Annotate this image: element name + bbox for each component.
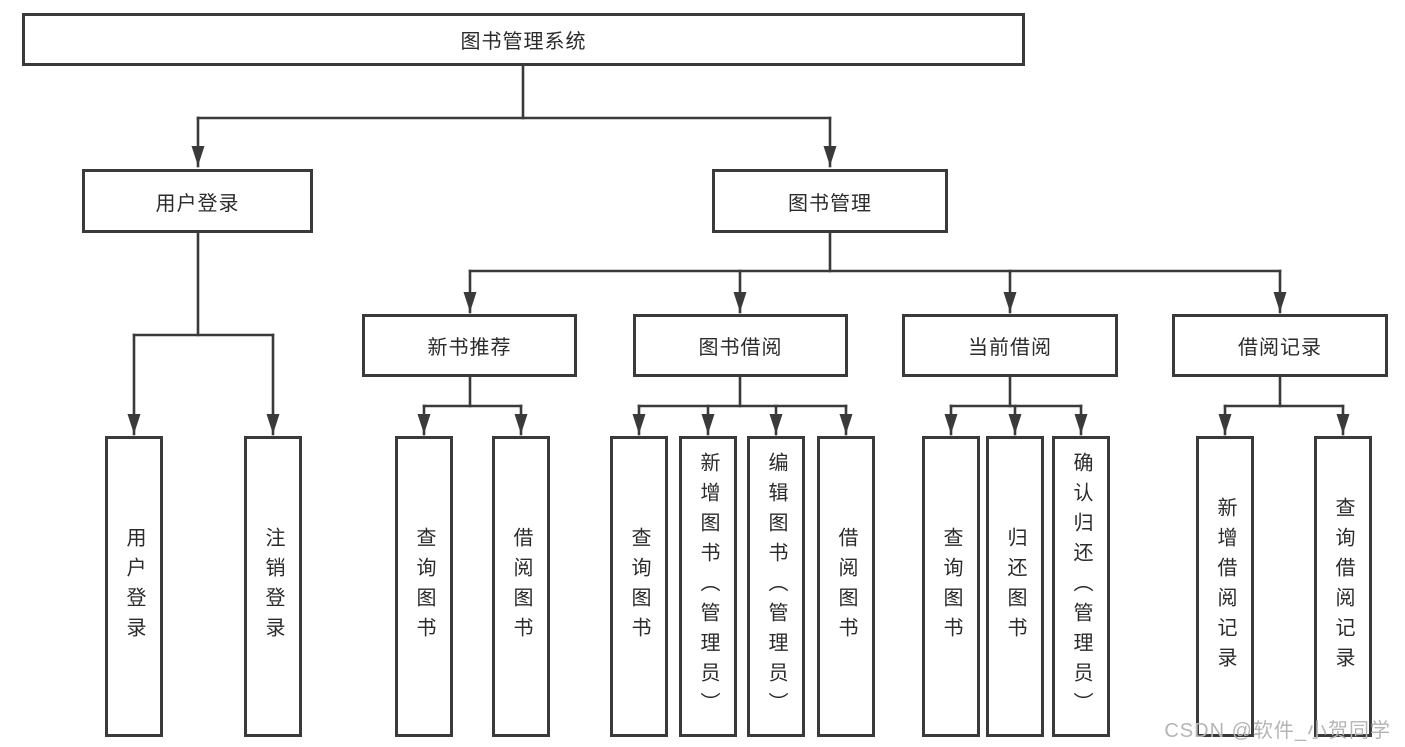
connector-new-book-recommend — [417, 375, 528, 436]
node-borrowing-records: 借阅记录 — [1172, 314, 1388, 377]
leaf-label: 新增借阅记录 — [1214, 496, 1236, 677]
node-current-borrowing: 当前借阅 — [902, 314, 1118, 377]
connector-borrowing-records — [1218, 375, 1350, 436]
connector-user-login — [127, 231, 280, 436]
leaf-logout: 注销登录 — [244, 436, 302, 737]
leaf-query-borrow-record: 查询借阅记录 — [1314, 436, 1372, 737]
leaf-label: 查询图书 — [628, 526, 650, 647]
node-user-login: 用户登录 — [82, 169, 313, 233]
leaf-user-login: 用户登录 — [105, 436, 163, 737]
leaf-label: 归还图书 — [1004, 526, 1026, 647]
leaf-add-books-admin: 新增图书（管理员） — [679, 436, 737, 737]
leaf-borrow-books-recommend: 借阅图书 — [492, 436, 550, 737]
node-book-borrowing: 图书借阅 — [633, 314, 848, 377]
leaf-query-books-borrowing: 查询图书 — [610, 436, 668, 737]
leaf-label: 查询图书 — [413, 526, 435, 647]
leaf-label: 借阅图书 — [510, 526, 532, 647]
leaf-add-borrow-record: 新增借阅记录 — [1196, 436, 1254, 737]
leaf-label: 注销登录 — [262, 526, 284, 647]
leaf-label: 查询借阅记录 — [1332, 496, 1354, 677]
connector-book-borrowing — [632, 375, 853, 436]
leaf-label: 用户登录 — [123, 526, 145, 647]
leaf-query-books-recommend: 查询图书 — [395, 436, 453, 737]
leaf-borrow-books: 借阅图书 — [817, 436, 875, 737]
node-library-management-system: 图书管理系统 — [22, 13, 1025, 66]
csdn-watermark: CSDN @软件_小贺同学 — [1164, 720, 1391, 742]
leaf-label: 编辑图书（管理员） — [765, 451, 787, 722]
leaf-query-books-current: 查询图书 — [922, 436, 980, 737]
connector-current-borrowing — [944, 375, 1088, 436]
connector-root — [191, 64, 837, 168]
node-new-book-recommend: 新书推荐 — [362, 314, 577, 377]
leaf-label: 借阅图书 — [835, 526, 857, 647]
leaf-label: 确认归还（管理员） — [1070, 451, 1092, 722]
leaf-label: 新增图书（管理员） — [697, 451, 719, 722]
leaf-edit-books-admin: 编辑图书（管理员） — [747, 436, 805, 737]
leaf-confirm-return-admin: 确认归还（管理员） — [1052, 436, 1110, 737]
leaf-label: 查询图书 — [940, 526, 962, 647]
leaf-return-books: 归还图书 — [986, 436, 1044, 737]
connector-book-management — [463, 231, 1287, 314]
node-book-management: 图书管理 — [712, 169, 948, 233]
